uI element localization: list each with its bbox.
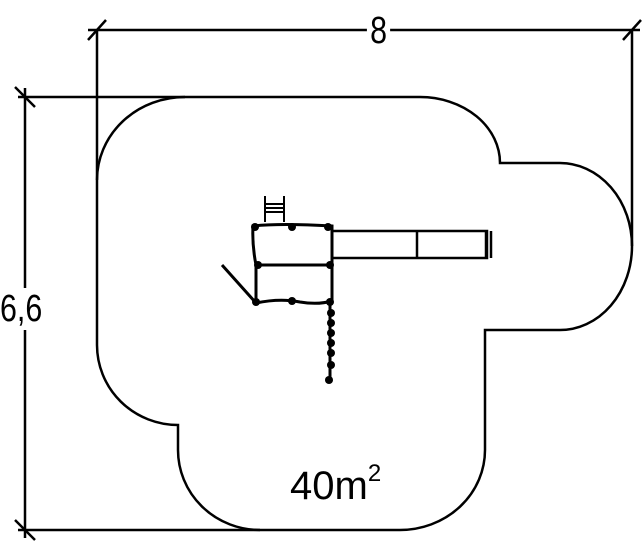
width-dimension <box>87 19 642 246</box>
height-dimension <box>14 86 260 541</box>
width-label: 8 <box>366 12 391 50</box>
area-superscript: 2 <box>367 460 382 487</box>
area-label: 40m2 <box>290 460 382 508</box>
safety-zone-outline <box>95 95 634 532</box>
height-label: 6,6 <box>0 288 43 330</box>
area-value: 40m <box>290 464 368 508</box>
play-structure <box>220 196 493 384</box>
